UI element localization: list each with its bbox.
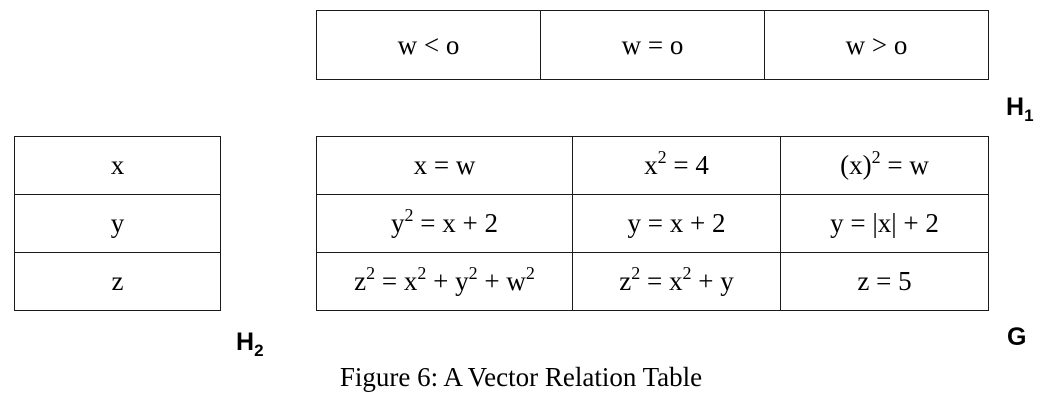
g-cell: y = x + 2 [572,194,781,253]
g-table: x = w x2 = 4 (x)2 = w y2 = x + 2 y = x +… [316,136,989,311]
g-cell: z2 = x2 + y2 + w2 [316,252,573,311]
h1-label-main: H [1006,93,1025,121]
h1-cell: w < o [316,10,541,80]
g-cell: z = 5 [780,252,989,311]
g-cell: (x)2 = w [780,136,989,195]
h1-label: H1 [1006,93,1034,125]
g-label: G [1007,323,1027,351]
h2-label: H2 [236,328,264,360]
h2-row: x [14,136,221,195]
h1-cell: w > o [764,10,989,80]
h2-row: z [14,252,221,311]
h2-label-sub: 2 [254,341,264,360]
h1-label-sub: 1 [1024,106,1034,125]
h2-table: x y z [14,136,221,311]
g-row: y2 = x + 2 y = x + 2 y = |x| + 2 [316,194,989,253]
h2-cell: x [14,136,221,195]
g-row: z2 = x2 + y2 + w2 z2 = x2 + y z = 5 [316,252,989,311]
g-cell: y2 = x + 2 [316,194,573,253]
h1-cell: w = o [540,10,765,80]
h1-row: w < o w = o w > o [316,10,989,80]
h2-cell: z [14,252,221,311]
g-cell: y = |x| + 2 [780,194,989,253]
g-cell: x2 = 4 [572,136,781,195]
h2-cell: y [14,194,221,253]
g-cell: x = w [316,136,573,195]
h2-row: y [14,194,221,253]
g-cell: z2 = x2 + y [572,252,781,311]
h1-table: w < o w = o w > o [316,10,989,80]
figure-caption: Figure 6: A Vector Relation Table [339,362,703,392]
g-row: x = w x2 = 4 (x)2 = w [316,136,989,195]
h2-label-main: H [236,328,255,356]
